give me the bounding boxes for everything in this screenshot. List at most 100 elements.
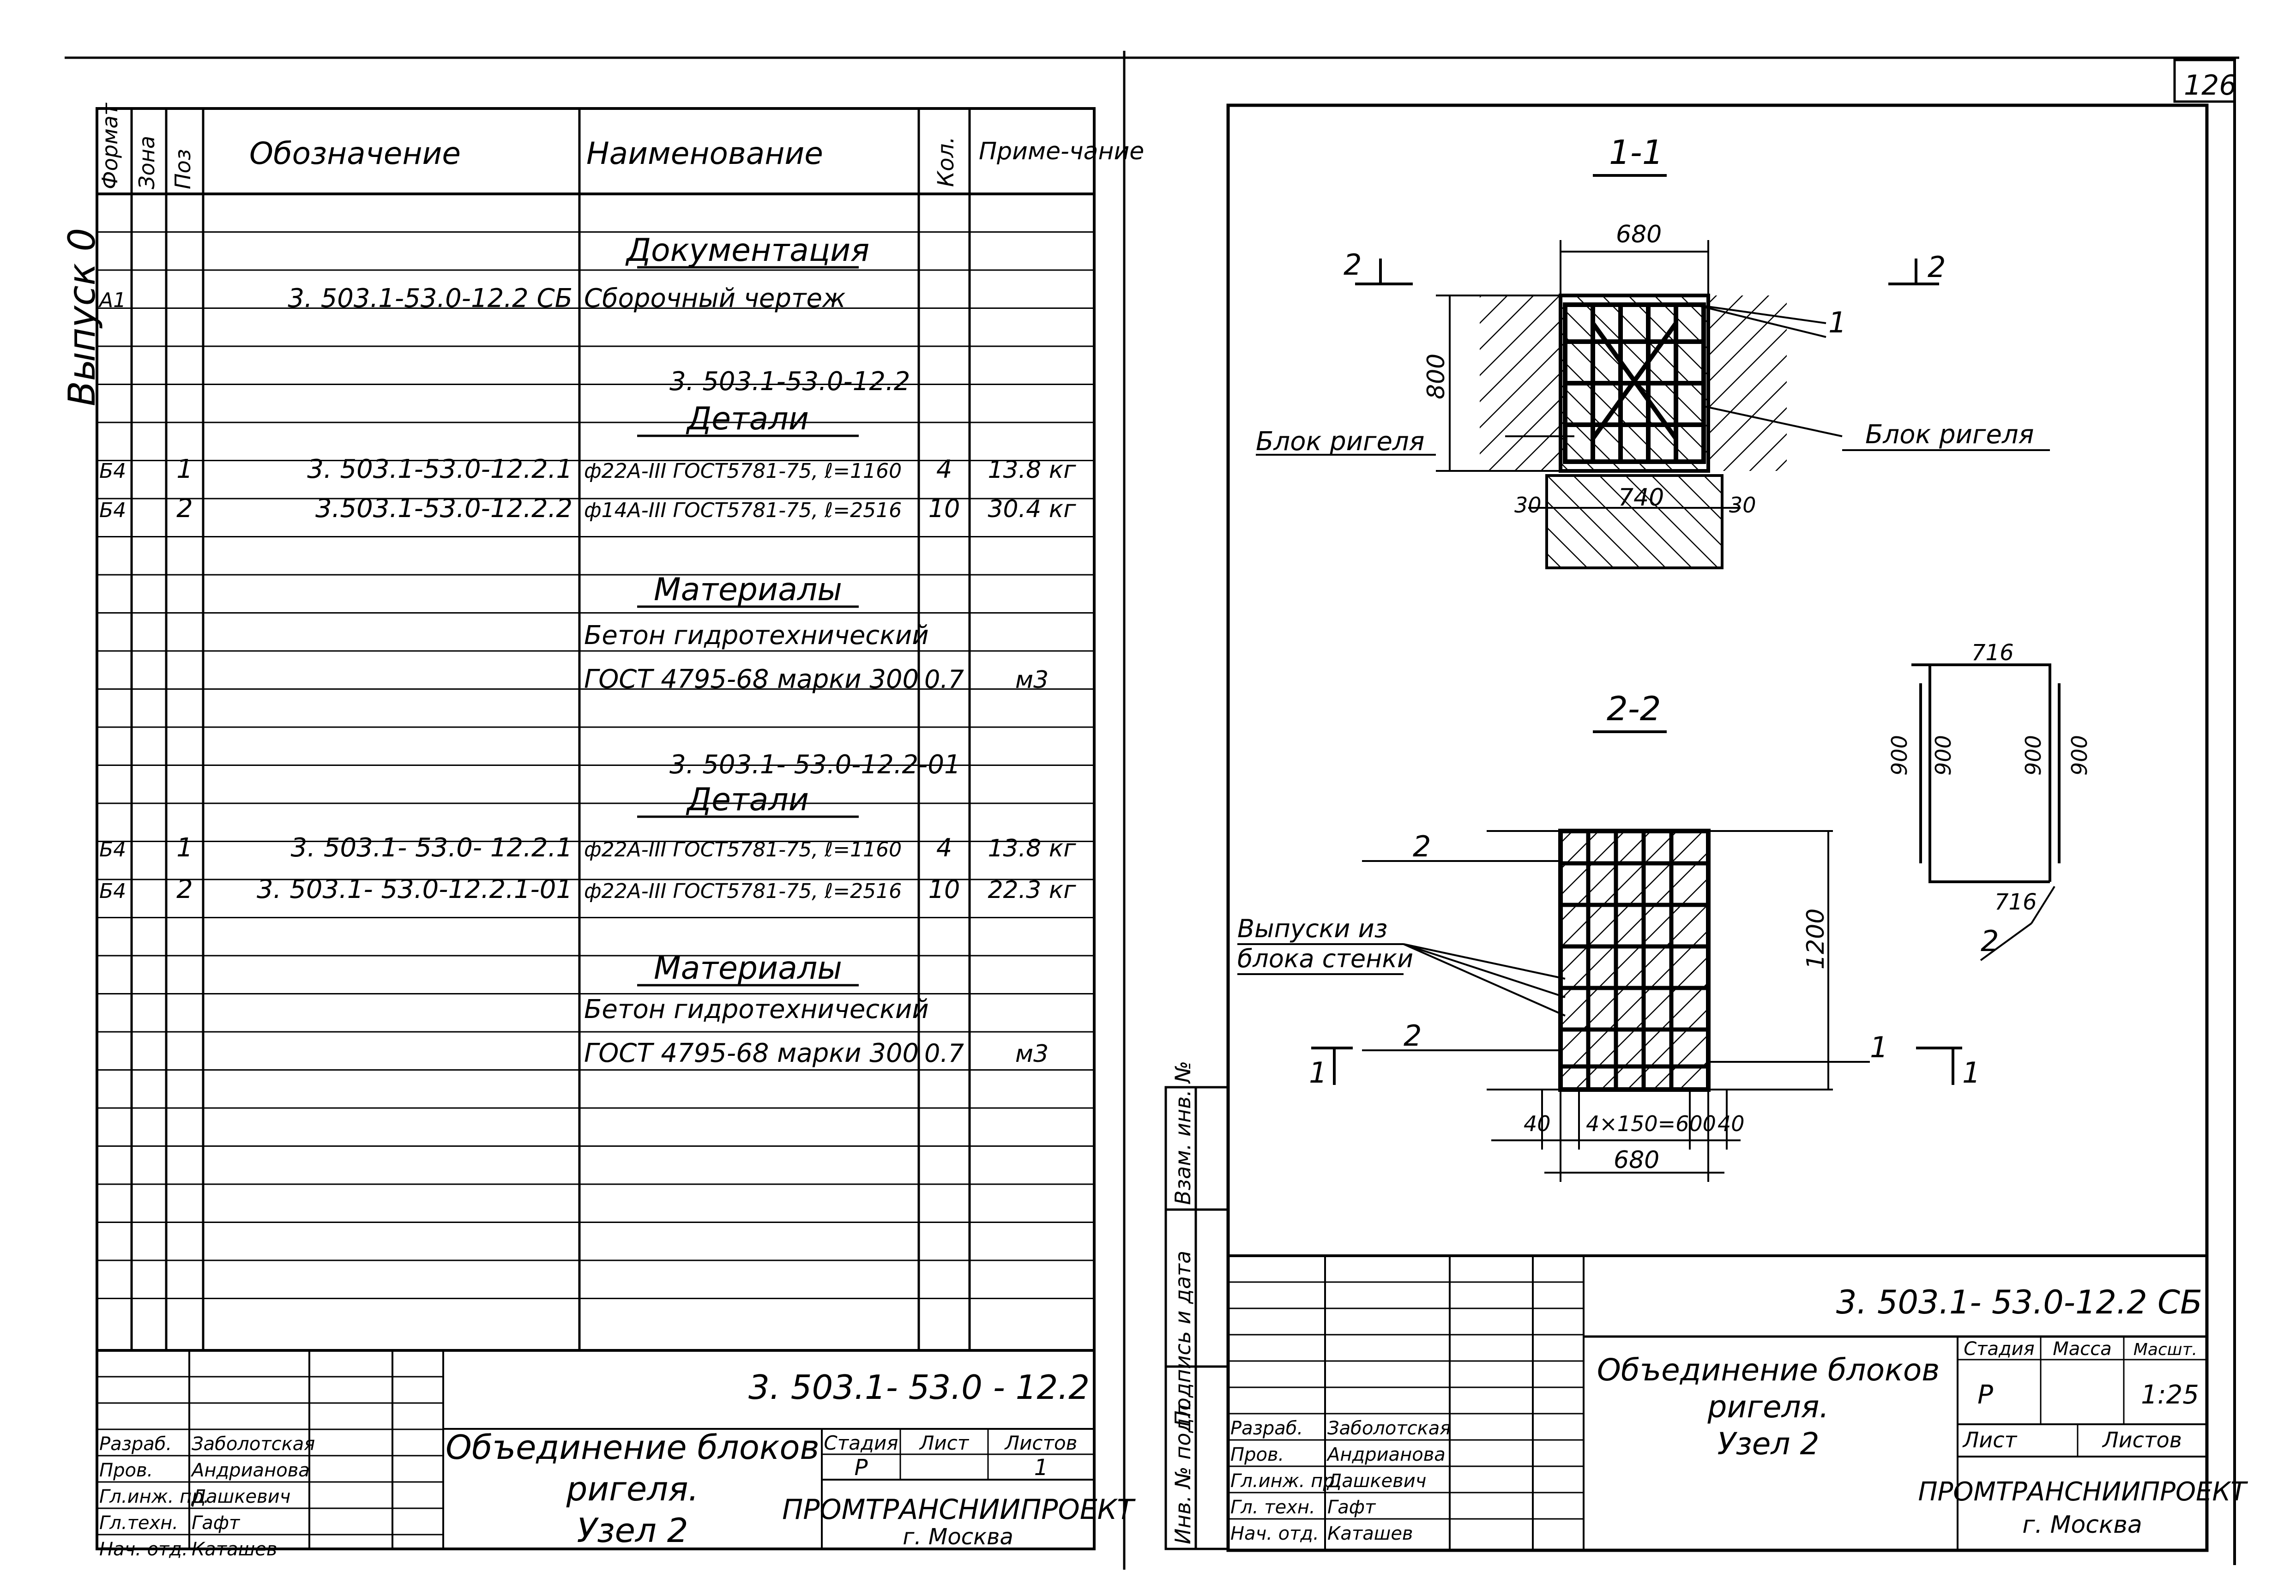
row-name: 3. 503.1-53.0-12.2 bbox=[669, 367, 910, 397]
person-role: Пров. bbox=[99, 1460, 153, 1481]
row-designation: 3.503.1-53.0-12.2.2 bbox=[315, 494, 572, 524]
row-section-heading: Детали bbox=[686, 782, 809, 818]
section-1-1-title: 1-1 bbox=[1609, 133, 1663, 172]
stage-value: Р bbox=[855, 1455, 868, 1481]
stamp-inv-repl: Взам. инв. № bbox=[1170, 1061, 1195, 1205]
row-position: 2 bbox=[176, 874, 193, 904]
row-position: 1 bbox=[176, 454, 193, 484]
dim-680-bottom: 680 bbox=[1614, 1146, 1659, 1174]
row-section-heading: Материалы bbox=[654, 950, 842, 987]
title-block-right: 3. 503.1- 53.0-12.2 СБ Объединение блоков… bbox=[1228, 1254, 2248, 1550]
scale-label: Масшт. bbox=[2133, 1340, 2197, 1359]
stage-label: Стадия bbox=[1964, 1338, 2034, 1360]
row-section-heading: Детали bbox=[686, 401, 809, 437]
person-role: Пров. bbox=[1230, 1444, 1284, 1465]
doc-title-line-2: ригеля. bbox=[1707, 1389, 1829, 1425]
row-name: Бетон гидротехнический bbox=[584, 620, 929, 650]
row-format: Б4 bbox=[99, 879, 126, 903]
person-name: Гафт bbox=[192, 1512, 241, 1534]
drawing-frame bbox=[1226, 103, 2209, 1552]
dim-716-top: 716 bbox=[1971, 640, 2014, 666]
row-designation: 3. 503.1-53.0-12.2.1 bbox=[307, 454, 572, 484]
row-name: Сборочный чертеж bbox=[584, 283, 845, 313]
dim-30-right: 30 bbox=[1729, 493, 1756, 518]
stage-label: Стадия bbox=[824, 1432, 898, 1454]
row-note: 13.8 кг bbox=[988, 835, 1076, 862]
person-name: Гафт bbox=[1327, 1497, 1376, 1518]
wall-block-section bbox=[1545, 474, 1724, 569]
row-name: ф22А-III ГОСТ5781-75, ℓ=1160 bbox=[584, 459, 902, 483]
sheets-label: Листов bbox=[2102, 1427, 2182, 1452]
row-note: 30.4 кг bbox=[988, 495, 1076, 523]
row-format: Б4 bbox=[99, 499, 126, 522]
row-name: ф22А-III ГОСТ5781-75, ℓ=2516 bbox=[584, 879, 902, 903]
row-designation: 3. 503.1- 53.0- 12.2.1 bbox=[291, 833, 572, 863]
dim-900-outer-right: 900 bbox=[2067, 735, 2092, 776]
pos-label-1-plan: 1 bbox=[1870, 1030, 1888, 1064]
mass-label: Масса bbox=[2053, 1338, 2112, 1360]
row-name: ф14А-III ГОСТ5781-75, ℓ=2516 bbox=[584, 499, 902, 522]
city: г. Москва bbox=[903, 1524, 1013, 1550]
doc-title-line-1: Объединение блоков bbox=[446, 1428, 820, 1467]
bar-detail: 716 716 900 900 900 900 2 bbox=[1887, 640, 2092, 961]
person-name: Дашкевич bbox=[1326, 1470, 1426, 1492]
sheet-frame bbox=[65, 51, 2239, 1570]
person-name: Андрианова bbox=[190, 1460, 310, 1481]
row-quantity: 10 bbox=[928, 494, 960, 523]
stage-value: Р bbox=[1977, 1380, 1993, 1410]
dim-900-inner-left: 900 bbox=[1931, 735, 1956, 776]
dim-40-right: 40 bbox=[1717, 1111, 1745, 1136]
page-number: 126 bbox=[2184, 69, 2237, 102]
row-name: ГОСТ 4795-68 марки 300 bbox=[584, 664, 919, 694]
row-quantity: 0.7 bbox=[924, 1039, 964, 1068]
section-1-1: 1-1 bbox=[1256, 133, 2050, 569]
doc-code: 3. 503.1- 53.0-12.2 СБ bbox=[1836, 1283, 2202, 1321]
organization: ПРОМТРАНСНИИПРОЕКТ bbox=[782, 1494, 1136, 1526]
person-name: Каташев bbox=[1327, 1523, 1413, 1544]
doc-title-line-2: ригеля. bbox=[566, 1470, 699, 1508]
person-name: Андрианова bbox=[1326, 1444, 1446, 1465]
sheet-label: Лист bbox=[1962, 1427, 2018, 1452]
organization: ПРОМТРАНСНИИПРОЕКТ bbox=[1918, 1477, 2248, 1507]
cut-mark-2-right: 2 bbox=[1928, 250, 1946, 284]
cut-mark-2-bottom: 2 bbox=[1404, 1019, 1422, 1053]
row-note: м3 bbox=[1015, 666, 1049, 694]
person-role: Разраб. bbox=[1230, 1418, 1303, 1439]
stamp-inv-orig: Инв. № подл. bbox=[1170, 1398, 1195, 1544]
row-designation: 3. 503.1-53.0-12.2 СБ bbox=[288, 283, 572, 313]
cut-mark-2-top: 2 bbox=[1413, 830, 1431, 863]
doc-title-line-1: Объединение блоков bbox=[1597, 1352, 1940, 1388]
dim-740: 740 bbox=[1618, 484, 1664, 512]
row-section-heading: Материалы bbox=[654, 572, 842, 608]
person-role: Нач. отд. bbox=[1230, 1523, 1319, 1544]
row-name: ф22А-III ГОСТ5781-75, ℓ=1160 bbox=[584, 838, 902, 861]
person-name: Заболотская bbox=[192, 1433, 315, 1455]
row-quantity: 10 bbox=[928, 875, 960, 904]
sheets-value: 1 bbox=[1034, 1455, 1049, 1481]
row-name: 3. 503.1- 53.0-12.2-01 bbox=[669, 750, 961, 780]
person-role: Гл.инж. пр. bbox=[1230, 1470, 1340, 1492]
pos-label-2-bar: 2 bbox=[1981, 924, 1999, 958]
person-role: Гл.инж. пр. bbox=[99, 1486, 209, 1507]
header-format: Формат bbox=[97, 102, 122, 189]
dim-30-left: 30 bbox=[1514, 493, 1542, 518]
city: г. Москва bbox=[2022, 1511, 2142, 1539]
row-quantity: 4 bbox=[936, 455, 952, 484]
row-designation: 3. 503.1- 53.0-12.2.1-01 bbox=[257, 874, 572, 904]
row-note: 22.3 кг bbox=[988, 876, 1076, 904]
header-qty: Кол. bbox=[933, 137, 959, 187]
label-block-left: Блок ригеля bbox=[1256, 427, 1424, 457]
dim-716-bottom: 716 bbox=[1995, 889, 2037, 915]
section-2-2: 2-2 bbox=[1237, 689, 1980, 1182]
row-format: Б4 bbox=[99, 838, 126, 861]
row-note: м3 bbox=[1015, 1040, 1049, 1068]
row-format: Б4 bbox=[99, 459, 126, 483]
row-position: 1 bbox=[176, 833, 193, 863]
header-zone: Зона bbox=[134, 136, 159, 189]
side-label: Выпуск 0 bbox=[60, 228, 103, 406]
section-2-2-title: 2-2 bbox=[1607, 689, 1661, 728]
header-designation: Обозначение bbox=[249, 136, 461, 171]
